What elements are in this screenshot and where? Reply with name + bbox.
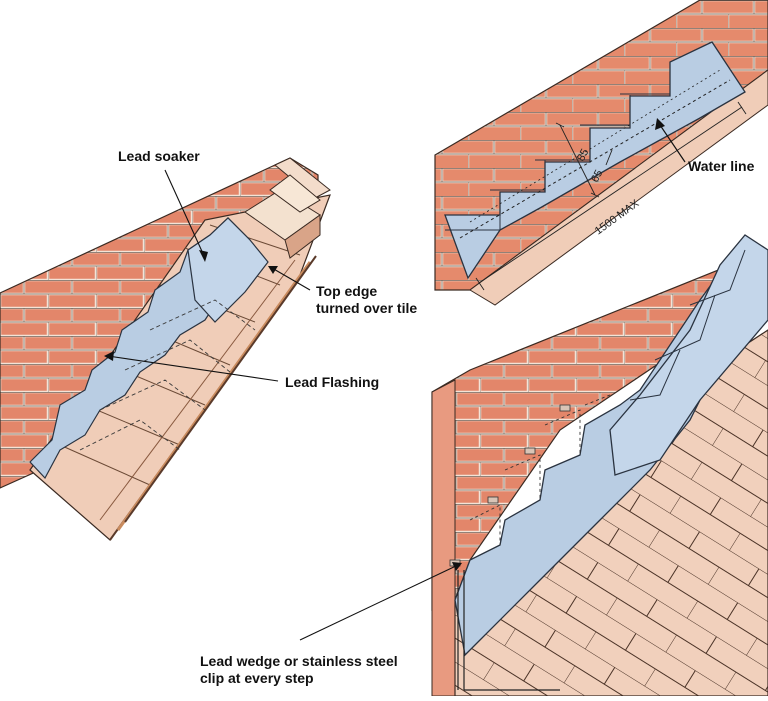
top-right-step-edges: [445, 62, 671, 231]
pointer-top-edge: [271, 267, 311, 291]
bottom-right-gutter: [457, 570, 465, 690]
dim-label-85: 85: [575, 147, 591, 163]
pointer-lead-flashing: [107, 355, 279, 382]
water-line-upper-dashed: [469, 69, 721, 223]
label-top-edge-line1: Top edge: [316, 283, 378, 299]
label-lead-soaker: Lead soaker: [118, 148, 200, 164]
label-arrowheads: [104, 250, 462, 571]
water-line-arrowhead: [655, 118, 665, 130]
bottom-right-illustration-wedges: [431, 234, 768, 697]
pointer-lead-wedge: [299, 564, 459, 641]
label-pointers: [107, 169, 459, 641]
label-lead-wedge-line1: Lead wedge or stainless steel: [200, 653, 398, 669]
bottom-right-wedge-lines: [469, 394, 611, 545]
label-top-edge-line2: turned over tile: [316, 300, 418, 316]
water-line-arrow: [659, 124, 686, 163]
label-lead-wedge-line2: clip at every step: [200, 670, 314, 686]
bottom-right-step-folds: [629, 249, 746, 401]
pointer-lead-soaker: [164, 169, 206, 259]
top-right-roof-strip: [469, 69, 768, 306]
water-line-dashed: [459, 79, 731, 239]
left-side-blocks: [244, 174, 321, 259]
dimension-lines: [475, 101, 747, 291]
label-lead-flashing: Lead Flashing: [285, 374, 380, 390]
left-lead-soaker: [187, 217, 269, 323]
top-right-illustration-stepped-flashing: 85 65 1500 MAX: [434, 0, 768, 306]
left-illustration-soakers: [0, 157, 331, 541]
bottom-right-wall-return: [431, 379, 456, 697]
dim-label-65: 65: [589, 168, 605, 184]
left-hidden-soaker-lines: [79, 299, 256, 451]
left-battens: [99, 255, 317, 541]
label-water-line: Water line: [688, 158, 755, 174]
